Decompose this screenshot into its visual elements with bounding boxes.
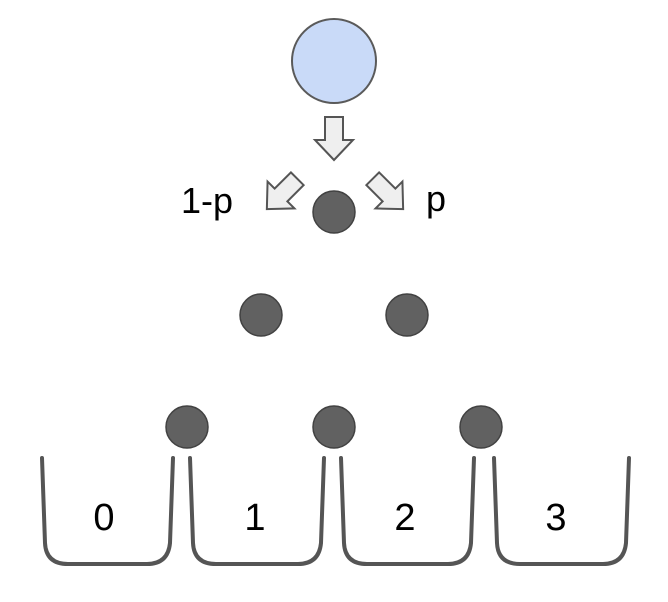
right-arrow-icon [364,170,405,211]
peg [459,405,503,449]
peg [312,405,356,449]
bin-label: 3 [545,497,566,539]
bin-label: 0 [93,497,114,539]
bin-label: 1 [244,497,265,539]
right-probability-label: p [426,178,446,219]
peg-grid [165,190,503,449]
bin-1 [188,456,326,566]
bins: 0 1 2 3 [40,456,631,566]
ball [291,18,377,104]
left-probability-label: 1-p [181,180,233,221]
peg [239,293,283,337]
down-arrow-icon [312,116,356,162]
bin-2 [339,456,476,566]
peg [385,293,429,337]
peg [165,405,209,449]
left-arrow-icon [265,170,306,211]
bin-0 [40,456,175,566]
bin-label: 2 [394,497,415,539]
bin-3 [492,456,631,566]
peg [312,190,356,234]
